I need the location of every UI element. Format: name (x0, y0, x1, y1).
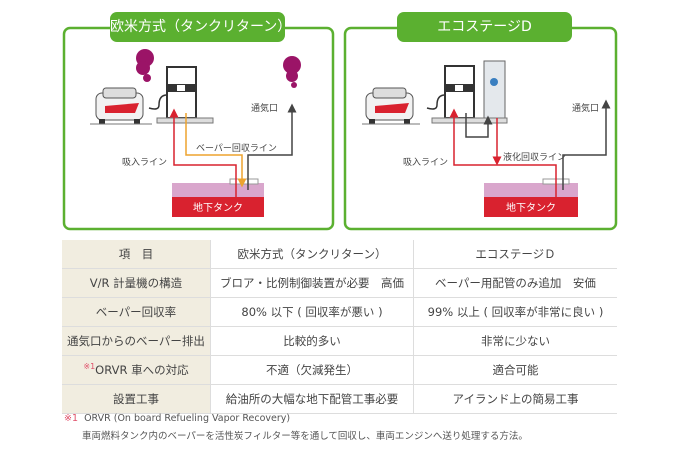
diagrams: 吸入ライン ベーパー回収ライン 通気口 地下タンク 吸入ライン 液化回収ライン … (62, 26, 618, 231)
liquefied-line-label: 液化回収ライン (503, 151, 566, 163)
car-icon (365, 87, 414, 124)
footnote-title: ORVR (On board Refueling Vapor Recovery) (84, 413, 291, 424)
footnote-line-2: 車両燃料タンク内のベーパーを活性炭フィルター等を通して回収し、車両エンジンへ送り… (82, 431, 528, 442)
table-row: V/R 計量機の構造ブロア・比例制御装置が必要 高価ベーパー用配管のみ追加 安価 (62, 268, 617, 298)
row-label-text: ORVR 車への対応 (95, 363, 189, 377)
right-panel: 吸入ライン 液化回収ライン 通気口 地下タンク (343, 26, 618, 231)
footnote-mark: ※1 (64, 413, 79, 424)
comparison-table: 項 目欧米方式（タンクリターン）エコステージＤ V/R 計量機の構造ブロア・比例… (62, 240, 617, 414)
cell: 99% 以上 ( 回収率が非常に良い ) (413, 297, 617, 327)
pump-icon (426, 65, 475, 119)
vapor-recovery-unit-icon (483, 60, 506, 119)
car-icon (95, 87, 144, 124)
header-cell: エコステージＤ (413, 240, 617, 269)
footnote-line-1: ※1 ORVR (On board Refueling Vapor Recove… (64, 413, 290, 424)
cell: 適合可能 (413, 355, 617, 385)
table-row: 設置工事給油所の大幅な地下配管工事必要アイランド上の簡易工事 (62, 384, 617, 414)
cell: 非常に少ない (413, 326, 617, 356)
cell: 80% 以下 ( 回収率が悪い ) (210, 297, 414, 327)
tank-label: 地下タンク (506, 201, 556, 214)
row-label: 通気口からのベーパー排出 (62, 326, 211, 356)
right-panel-title: エコステージD (397, 12, 572, 42)
footnote-ref: ※1 (83, 362, 96, 372)
tank-label: 地下タンク (193, 201, 243, 214)
vent-label: 通気口 (251, 102, 278, 114)
row-label: ※1ORVR 車への対応 (62, 355, 211, 385)
cell: 不適（欠減発生） (210, 355, 414, 385)
left-panel-title: 欧米方式（タンクリターン） (110, 12, 291, 42)
row-label: 設置工事 (62, 384, 211, 414)
header-cell: 欧米方式（タンクリターン） (210, 240, 414, 269)
vapor-line-label: ベーパー回収ライン (196, 142, 277, 154)
cell: ベーパー用配管のみ追加 安価 (413, 268, 617, 298)
row-label: ベーパー回収率 (62, 297, 211, 327)
suction-line-label: 吸入ライン (403, 157, 448, 168)
cell: アイランド上の簡易工事 (413, 384, 617, 414)
table-row: 通気口からのベーパー排出比較的多い非常に少ない (62, 326, 617, 356)
header-cell: 項 目 (62, 240, 211, 269)
suction-line-label: 吸入ライン (122, 157, 167, 168)
cell: 給油所の大幅な地下配管工事必要 (210, 384, 414, 414)
cell: 比較的多い (210, 326, 414, 356)
table-header-row: 項 目欧米方式（タンクリターン）エコステージＤ (62, 240, 617, 269)
vent-label: 通気口 (572, 102, 599, 114)
vapor-cloud-icon (136, 49, 301, 88)
pump-icon (148, 66, 214, 124)
cell: ブロア・比例制御装置が必要 高価 (210, 268, 414, 298)
row-label: V/R 計量機の構造 (62, 268, 211, 298)
left-panel: 吸入ライン ベーパー回収ライン 通気口 地下タンク (62, 26, 335, 231)
table-row: ※1ORVR 車への対応不適（欠減発生）適合可能 (62, 355, 617, 385)
